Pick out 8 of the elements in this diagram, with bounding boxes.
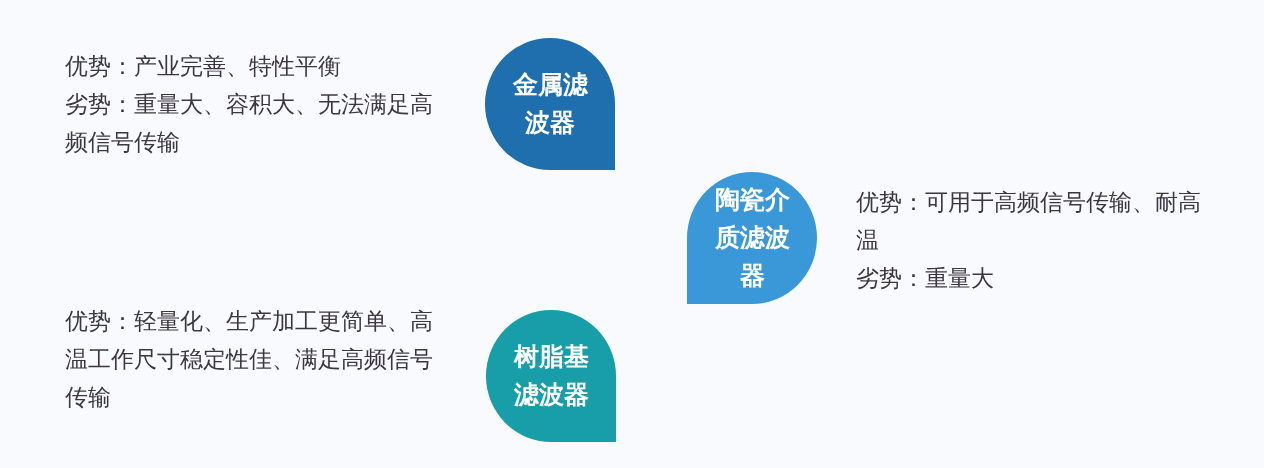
description-text: 优势：轻量化、生产加工更简单、高温工作尺寸稳定性佳、满足高频信号传输 [65, 307, 434, 412]
description-text: 优势：产业完善、特性平衡 [65, 52, 342, 81]
description-text: 劣势：重量大、容积大、无法满足高频信号传输 [65, 90, 434, 157]
description-text: 优势：可用于高频信号传输、耐高温 [856, 188, 1202, 255]
badge-title: 树脂基滤波器 [512, 341, 590, 411]
badge-title: 陶瓷介质滤波器 [713, 184, 791, 292]
description-text: 劣势：重量大 [856, 264, 995, 293]
badge-title: 金属滤波器 [511, 69, 589, 139]
